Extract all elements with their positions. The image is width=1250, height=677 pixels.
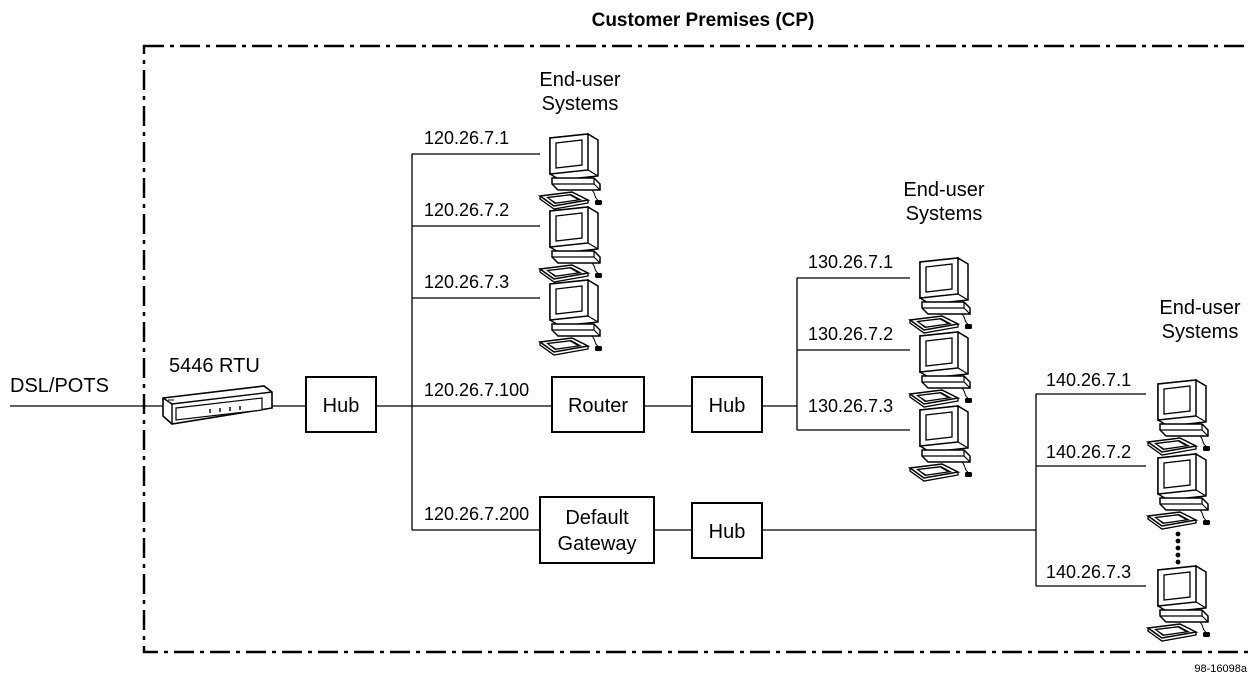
hub-box — [305, 376, 377, 433]
ip-address: 140.26.7.3 — [1046, 562, 1131, 582]
router-label: Router — [568, 395, 628, 417]
ip-address: 140.26.7.1 — [1046, 370, 1131, 390]
ip-address: 120.26.7.2 — [424, 200, 509, 220]
hub-label: Hub — [709, 521, 746, 543]
customer-premises-boundary — [142, 44, 1250, 654]
computer-icon — [539, 206, 603, 283]
hub-label: Hub — [323, 395, 360, 417]
ip-address: 130.26.7.3 — [808, 396, 893, 416]
hub-box — [691, 376, 763, 433]
computer-icon — [1147, 379, 1211, 456]
group-label-line1: End-user — [539, 69, 620, 91]
diagram-title: Customer Premises (CP) — [592, 10, 815, 31]
gateway-label-line1: Default — [565, 507, 629, 529]
modem-icon — [162, 385, 273, 425]
router-box — [551, 376, 645, 433]
computer-icon — [909, 257, 973, 334]
group-label-line1: End-user — [1159, 297, 1240, 319]
hub-label: Hub — [709, 395, 746, 417]
dsl-pots-label: DSL/POTS — [10, 375, 109, 397]
group-label-line1: End-user — [903, 179, 984, 201]
ip-address: 130.26.7.2 — [808, 324, 893, 344]
ip-address: 130.26.7.1 — [808, 252, 893, 272]
group-label-line2: Systems — [1162, 321, 1239, 343]
computer-icon — [1147, 453, 1211, 530]
router-ip-address: 120.26.7.100 — [424, 380, 529, 400]
continuation-dots — [1175, 531, 1181, 565]
ip-address: 140.26.7.2 — [1046, 442, 1131, 462]
computer-icon — [909, 331, 973, 408]
ip-address: 120.26.7.3 — [424, 272, 509, 292]
ip-address: 120.26.7.1 — [424, 128, 509, 148]
group-label-line2: Systems — [906, 203, 983, 225]
gateway-label-line2: Gateway — [558, 533, 637, 555]
rtu-label: 5446 RTU — [169, 355, 260, 377]
computer-icon — [909, 405, 973, 482]
gateway-ip-address: 120.26.7.200 — [424, 504, 529, 524]
computer-icon — [1147, 565, 1211, 642]
computer-icon — [539, 279, 603, 356]
computer-icon — [539, 133, 603, 210]
figure-id: 98-16098a — [1194, 663, 1247, 675]
group-label-line2: Systems — [542, 93, 619, 115]
